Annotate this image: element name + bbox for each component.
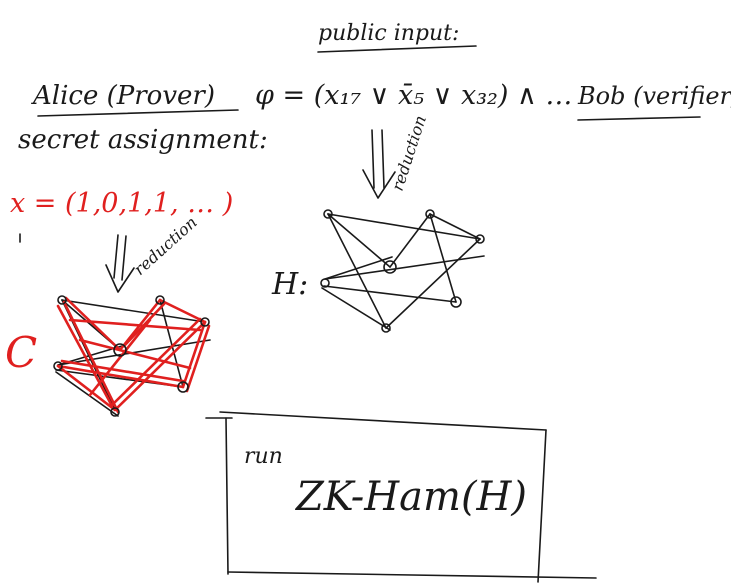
- graph-c-hamiltonian-cycle: [56, 296, 211, 414]
- secret-assignment-label: secret assignment:: [18, 125, 268, 155]
- reduction-arrow-right: [362, 129, 396, 199]
- secret-assignment-value: x = (1,0,1,1, … ): [10, 188, 233, 219]
- graph-h-label: H:: [271, 267, 308, 302]
- reduction-arrow-left: [105, 234, 135, 293]
- graph-c-edges: [55, 299, 211, 417]
- public-input-underline: [317, 45, 477, 53]
- graph-h-edges: [321, 213, 485, 331]
- reduction-label-left: reduction: [130, 213, 201, 279]
- graph-c-label: C: [5, 328, 37, 377]
- run-box-title: run: [244, 444, 283, 469]
- public-input-label: public input:: [318, 21, 459, 46]
- reduction-label-right: reduction: [388, 113, 430, 193]
- public-graph-h: [320, 209, 485, 333]
- graph-h-vertices: [320, 209, 485, 333]
- graph-c-vertices: [53, 295, 210, 417]
- bob-label: Bob (verifier): [577, 82, 731, 110]
- run-box: [205, 411, 597, 583]
- bob-underline: [577, 116, 701, 121]
- alice-label: Alice (Prover): [31, 81, 215, 111]
- formula-text: φ = (x₁₇ ∨ x̄₅ ∨ x₃₂) ∧ …: [255, 80, 572, 111]
- secret-graph-c: [53, 295, 211, 417]
- run-box-protocol: ZK-Ham(H): [294, 474, 527, 520]
- alice-underline: [37, 109, 239, 117]
